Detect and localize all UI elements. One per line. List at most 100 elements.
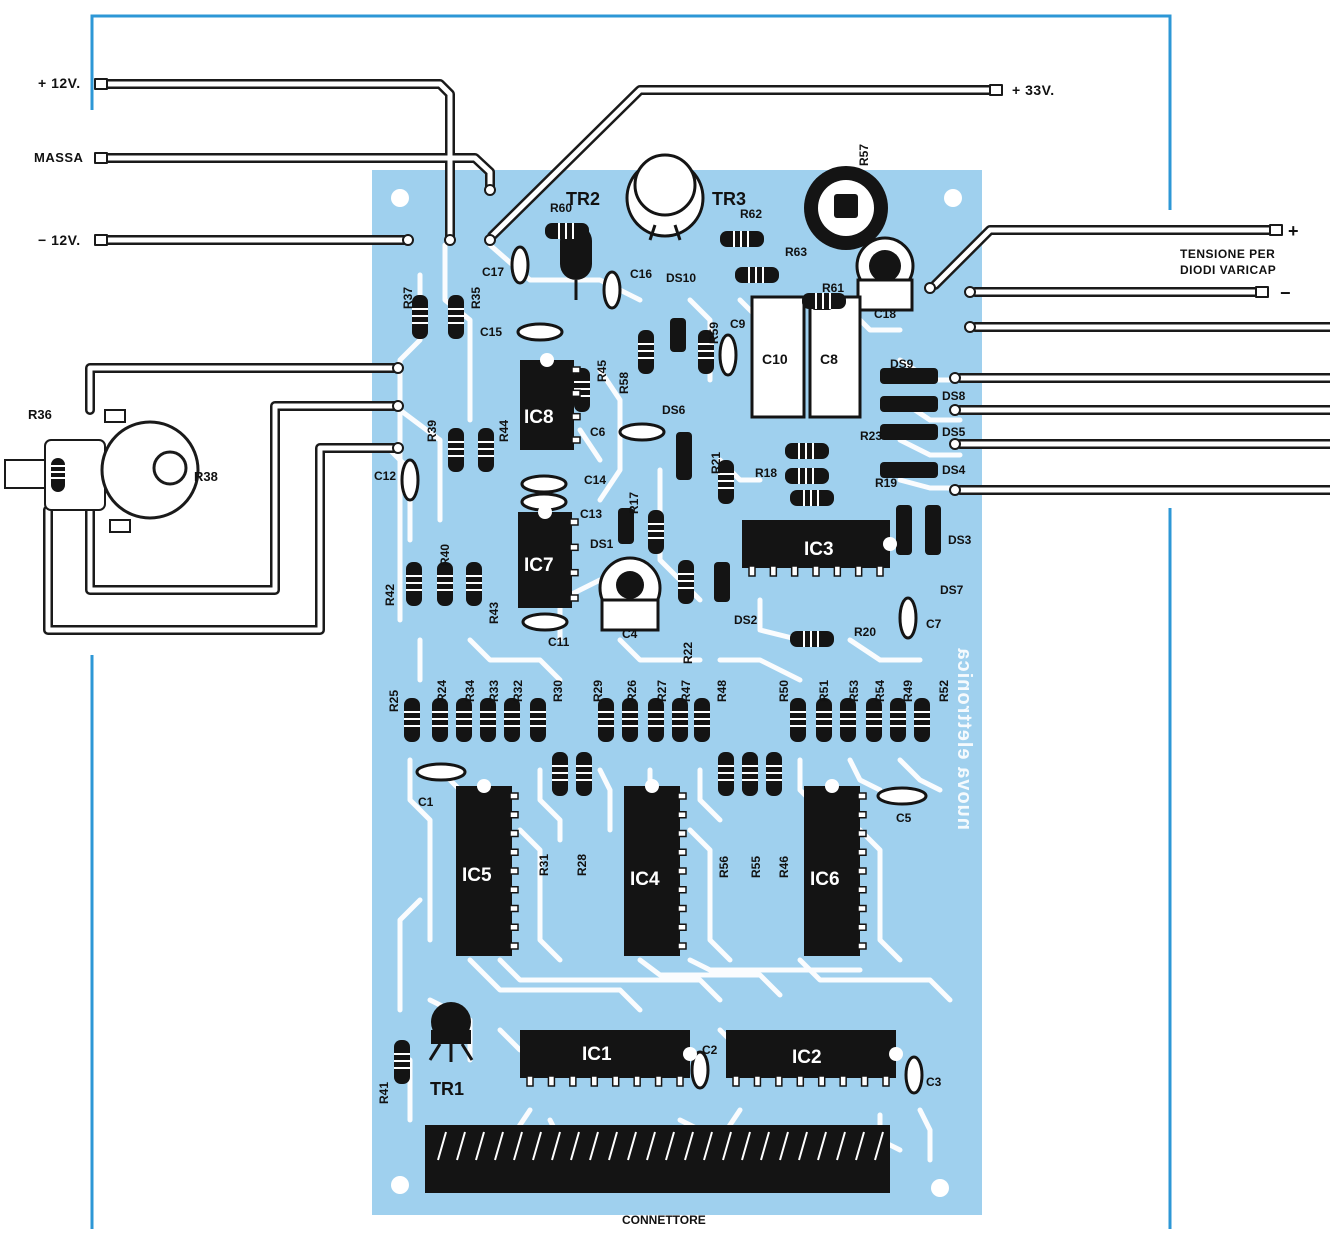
label-plus-33v: + 33V. xyxy=(1012,82,1055,98)
resistor-label-r53: R53 xyxy=(847,679,861,702)
resistor-label-r29: R29 xyxy=(591,679,605,702)
resistor-r37 xyxy=(412,295,428,339)
resistor-r26 xyxy=(622,698,638,742)
resistor-r25 xyxy=(404,698,420,742)
label-minus-12v: − 12V. xyxy=(38,232,81,248)
resistor-r50 xyxy=(790,698,806,742)
ds8-label: DS8 xyxy=(942,389,966,403)
r57-label: R57 xyxy=(857,143,871,166)
ds7-label: DS7 xyxy=(940,583,964,597)
ic8-label: IC8 xyxy=(524,407,554,428)
resistor-r21 xyxy=(718,460,734,504)
solder-pads xyxy=(392,184,976,496)
resistor-label-r31: R31 xyxy=(537,853,551,876)
ds2-label: DS2 xyxy=(734,613,758,627)
label-varicap-line1: TENSIONE PER xyxy=(1180,247,1276,261)
tr3-label: TR3 xyxy=(712,189,747,209)
resistor-r62 xyxy=(720,231,764,247)
resistor-r29 xyxy=(598,698,614,742)
resistor-label-r26: R26 xyxy=(625,679,639,702)
resistor-group xyxy=(394,223,930,1084)
resistor-label-r51: R51 xyxy=(817,679,831,702)
ic7-label: IC7 xyxy=(524,555,554,576)
resistor-r39 xyxy=(448,428,464,472)
c2-label: C2 xyxy=(702,1043,718,1057)
label-massa: MASSA xyxy=(34,150,84,165)
ic-ic8 xyxy=(520,353,581,450)
c8-label: C8 xyxy=(820,351,838,367)
resistor-label-r43: R43 xyxy=(487,601,501,624)
resistor-r54 xyxy=(866,698,882,742)
pcb-traces xyxy=(387,242,963,1163)
resistor-label-r24: R24 xyxy=(435,679,449,702)
resistor-label-r21: R21 xyxy=(709,451,723,474)
c10-label: C10 xyxy=(762,351,788,367)
ic-ic7 xyxy=(518,505,579,608)
ic5-label: IC5 xyxy=(462,865,492,886)
c1-label: C1 xyxy=(418,795,434,809)
resistor-label-r40: R40 xyxy=(438,543,452,566)
resistor-label-r59: R59 xyxy=(707,321,721,344)
c3-label: C3 xyxy=(926,1075,942,1089)
resistor-r42 xyxy=(406,562,422,606)
resistor-r28 xyxy=(576,752,592,796)
ic2-label: IC2 xyxy=(792,1047,822,1068)
mounting-holes xyxy=(391,189,962,1197)
resistor-r27 xyxy=(648,698,664,742)
resistor-r63 xyxy=(735,267,779,283)
trimmer-r57 xyxy=(804,166,888,250)
page-frame xyxy=(90,14,1172,1229)
electrolytic-c18 xyxy=(855,236,915,312)
resistor-label-r45: R45 xyxy=(595,359,609,382)
resistor-r46 xyxy=(766,752,782,796)
resistor-r20 xyxy=(790,631,834,647)
resistor-r52 xyxy=(914,698,930,742)
resistor-r58 xyxy=(638,330,654,374)
c7-label: C7 xyxy=(926,617,942,631)
resistor-label-r62: R62 xyxy=(740,207,763,221)
ds4-label: DS4 xyxy=(942,463,966,477)
c12-label: C12 xyxy=(374,469,397,483)
resistor-label-r49: R49 xyxy=(901,679,915,702)
resistor-label-r35: R35 xyxy=(469,286,483,309)
resistor-r56 xyxy=(718,752,734,796)
ic-group xyxy=(456,353,903,1087)
resistor-r33 xyxy=(480,698,496,742)
resistor-r51 xyxy=(816,698,832,742)
resistor-label-r60: R60 xyxy=(550,201,573,215)
potentiometer-r38 xyxy=(4,409,200,533)
c4-label: C4 xyxy=(622,627,638,641)
electrolytic-c4 xyxy=(598,556,662,632)
c15-label: C15 xyxy=(480,325,503,339)
c17-label: C17 xyxy=(482,265,505,279)
resistor-label-r32: R32 xyxy=(511,679,525,702)
resistor-label-r37: R37 xyxy=(401,286,415,309)
ic-ic3 xyxy=(742,520,897,577)
ic6-label: IC6 xyxy=(810,869,840,890)
resistor-r45 xyxy=(574,368,590,412)
brand-watermark: nuova elettronica xyxy=(953,647,975,830)
ds1-label: DS1 xyxy=(590,537,614,551)
resistor-r34 xyxy=(456,698,472,742)
ic-ic1 xyxy=(520,1030,697,1087)
label-varicap-minus: − xyxy=(1280,283,1291,303)
resistor-r43 xyxy=(466,562,482,606)
ds3-label: DS3 xyxy=(948,533,972,547)
resistor-r24 xyxy=(432,698,448,742)
tr1-label: TR1 xyxy=(430,1079,465,1099)
resistor-label-r25: R25 xyxy=(387,689,401,712)
tr2-label: TR2 xyxy=(566,189,601,209)
resistor-r36 xyxy=(51,458,65,492)
resistor-label-r47: R47 xyxy=(679,679,693,702)
resistor-label-r52: R52 xyxy=(937,679,951,702)
resistor-r47 xyxy=(672,698,688,742)
capacitors-box xyxy=(750,295,862,419)
c13-label: C13 xyxy=(580,507,603,521)
resistor-label-r44: R44 xyxy=(497,419,511,442)
resistor-label-r56: R56 xyxy=(717,855,731,878)
edge-connector xyxy=(425,1125,890,1193)
ic-ic6 xyxy=(804,779,867,956)
resistor-label-r18: R18 xyxy=(755,466,778,480)
ic-ic4 xyxy=(624,779,687,956)
